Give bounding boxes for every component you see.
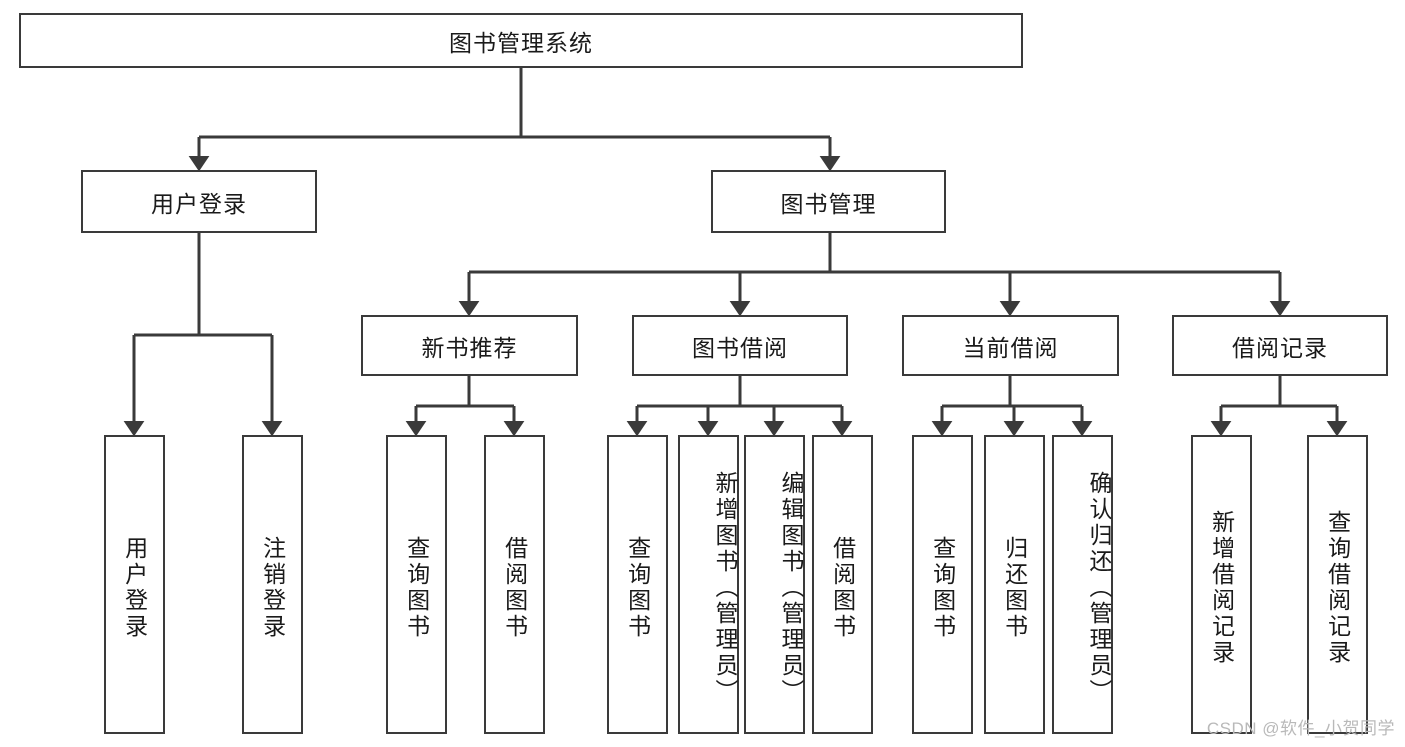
node-book-manage-label: 图书管理 bbox=[780, 190, 877, 217]
node-leaf-user-login[interactable]: 用户登录 bbox=[104, 435, 165, 734]
node-leaf-query-book-current-label: 查询图书 bbox=[929, 535, 956, 640]
node-leaf-query-book-current[interactable]: 查询图书 bbox=[912, 435, 973, 734]
node-leaf-query-book-borrow[interactable]: 查询图书 bbox=[607, 435, 668, 734]
node-user-login-label: 用户登录 bbox=[151, 190, 247, 217]
node-leaf-return-book-label: 归还图书 bbox=[1001, 535, 1028, 640]
node-book-borrow-label: 图书借阅 bbox=[692, 334, 788, 361]
node-leaf-query-borrow-record-label: 查询借阅记录 bbox=[1324, 509, 1351, 666]
node-leaf-query-book-recommend[interactable]: 查询图书 bbox=[386, 435, 447, 734]
node-leaf-add-borrow-record-label: 新增借阅记录 bbox=[1208, 509, 1235, 666]
node-current-borrow[interactable]: 当前借阅 bbox=[902, 315, 1119, 376]
node-leaf-add-book-admin[interactable]: 新增图书（管理员） bbox=[678, 435, 739, 734]
node-book-manage[interactable]: 图书管理 bbox=[711, 170, 946, 233]
node-leaf-edit-book-admin-label: 编辑图书（管理员） bbox=[778, 470, 804, 705]
node-leaf-query-borrow-record[interactable]: 查询借阅记录 bbox=[1307, 435, 1368, 734]
node-root[interactable]: 图书管理系统 bbox=[19, 13, 1023, 68]
node-leaf-confirm-return-admin-label: 确认归还（管理员） bbox=[1086, 470, 1112, 705]
node-new-book-recommend-label: 新书推荐 bbox=[421, 334, 518, 361]
node-leaf-borrow-book[interactable]: 借阅图书 bbox=[812, 435, 873, 734]
node-leaf-add-borrow-record[interactable]: 新增借阅记录 bbox=[1191, 435, 1252, 734]
watermark-text: CSDN @软件_小贺同学 bbox=[1206, 719, 1395, 738]
node-leaf-edit-book-admin[interactable]: 编辑图书（管理员） bbox=[744, 435, 805, 734]
node-borrow-record-label: 借阅记录 bbox=[1232, 334, 1328, 361]
node-leaf-borrow-book-recommend[interactable]: 借阅图书 bbox=[484, 435, 545, 734]
node-leaf-logout-login-label: 注销登录 bbox=[259, 535, 286, 640]
node-borrow-record[interactable]: 借阅记录 bbox=[1172, 315, 1388, 376]
node-user-login[interactable]: 用户登录 bbox=[81, 170, 317, 233]
node-new-book-recommend[interactable]: 新书推荐 bbox=[361, 315, 578, 376]
node-leaf-query-book-borrow-label: 查询图书 bbox=[624, 535, 651, 640]
node-leaf-return-book[interactable]: 归还图书 bbox=[984, 435, 1045, 734]
node-book-borrow[interactable]: 图书借阅 bbox=[632, 315, 848, 376]
node-current-borrow-label: 当前借阅 bbox=[962, 334, 1059, 361]
node-leaf-user-login-label: 用户登录 bbox=[121, 535, 148, 640]
node-leaf-borrow-book-recommend-label: 借阅图书 bbox=[501, 535, 528, 640]
node-leaf-logout-login[interactable]: 注销登录 bbox=[242, 435, 303, 734]
node-leaf-confirm-return-admin[interactable]: 确认归还（管理员） bbox=[1052, 435, 1113, 734]
node-root-label: 图书管理系统 bbox=[449, 29, 593, 56]
node-leaf-add-book-admin-label: 新增图书（管理员） bbox=[712, 470, 738, 705]
node-leaf-query-book-recommend-label: 查询图书 bbox=[403, 535, 430, 640]
node-leaf-borrow-book-label: 借阅图书 bbox=[829, 535, 856, 640]
